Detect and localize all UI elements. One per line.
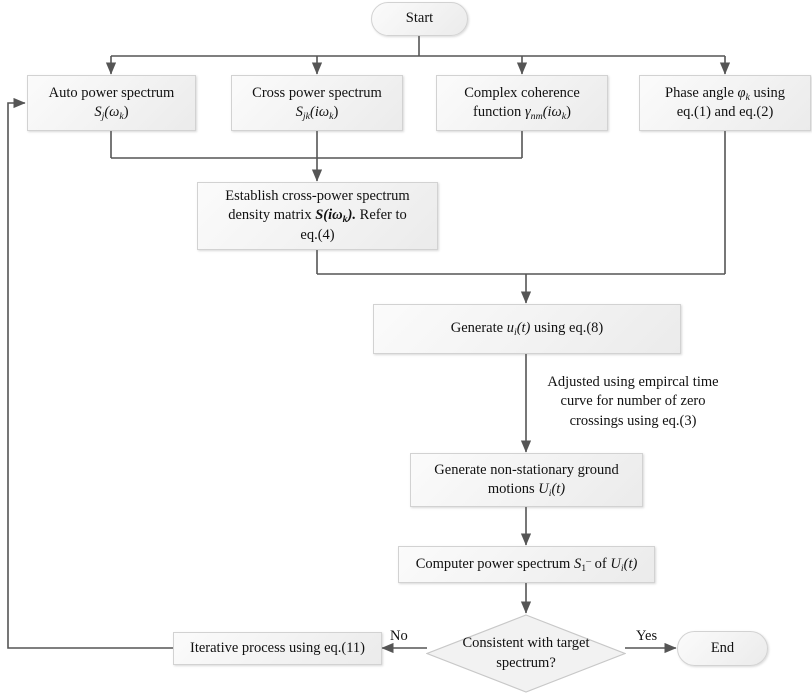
- node-complex-coherence-label: Complex coherence function γnm(iωk): [443, 84, 601, 123]
- establish-line1: Establish cross-power spectrum: [225, 188, 410, 204]
- establish-sym: S(iω: [315, 207, 343, 224]
- genm-sym: U: [538, 480, 549, 497]
- node-start-label: Start: [405, 10, 434, 27]
- edge-label-no-text: No: [390, 628, 408, 644]
- establish-line3: eq.(4): [300, 226, 335, 243]
- node-generate-u-label: Generate ui(t) using eq.(8): [380, 319, 674, 339]
- establish-sub: k: [342, 213, 348, 225]
- coherence-sub: nm: [530, 110, 543, 122]
- node-iterative-process-label: Iterative process using eq.(11): [189, 639, 365, 656]
- node-phase-angle[interactable]: Phase angle φk using eq.(1) and eq.(2): [639, 75, 811, 131]
- comp-sub: 1: [581, 562, 587, 574]
- node-cross-power-spectrum-label: Cross power spectrum Sjk(iωk): [238, 84, 396, 123]
- genu-arg: (t): [516, 320, 531, 337]
- cross-arg: (iω: [310, 103, 330, 120]
- comp-sup: –: [586, 555, 592, 567]
- coherence-arg-sub: k: [561, 110, 567, 122]
- cross-sub: jk: [302, 110, 311, 122]
- edge-label-yes-text: Yes: [636, 628, 658, 644]
- node-compute-spectrum-label: Computer power spectrum S1– of Ui(t): [405, 555, 648, 575]
- auto-arg: (ω: [104, 103, 120, 120]
- node-end-label: End: [710, 639, 735, 656]
- annotation-adjust-note: Adjusted using empircal time curve for n…: [533, 373, 733, 431]
- decision-line1: Consistent with target: [462, 635, 590, 652]
- node-phase-angle-label: Phase angle φk using eq.(1) and eq.(2): [646, 84, 804, 123]
- phase-line1-pre: Phase angle: [665, 84, 738, 101]
- genu-sub: i: [513, 326, 517, 338]
- coherence-line1: Complex coherence: [464, 84, 580, 101]
- phase-line1-post: using: [749, 84, 785, 101]
- node-decision-label: Consistent with target spectrum?: [426, 614, 626, 693]
- genm-line1: Generate non-stationary ground: [434, 461, 619, 478]
- adjust-note-line3: crossings using eq.(3): [569, 412, 697, 429]
- comp-pre: Computer power spectrum: [415, 555, 574, 572]
- auto-arg-sub: k: [119, 110, 124, 122]
- node-compute-spectrum[interactable]: Computer power spectrum S1– of Ui(t): [398, 546, 655, 583]
- auto-line1: Auto power spectrum: [48, 84, 175, 101]
- genm-arg: (t): [551, 480, 566, 497]
- node-generate-u[interactable]: Generate ui(t) using eq.(8): [373, 304, 681, 354]
- node-end[interactable]: End: [677, 631, 768, 666]
- phase-line2: eq.(1) and eq.(2): [676, 104, 774, 121]
- comp-mid: of: [591, 555, 611, 572]
- node-start[interactable]: Start: [371, 2, 468, 36]
- node-auto-power-spectrum[interactable]: Auto power spectrum Sj(ωk): [27, 75, 196, 131]
- decision-line2: spectrum?: [496, 654, 556, 671]
- establish-tail: Refer to: [356, 207, 407, 224]
- adjust-note-line2: curve for number of zero: [560, 393, 706, 410]
- phase-sym: φ: [737, 84, 746, 101]
- node-complex-coherence[interactable]: Complex coherence function γnm(iωk): [436, 75, 608, 131]
- cross-sym: S: [295, 103, 303, 120]
- node-decision[interactable]: Consistent with target spectrum?: [426, 614, 626, 693]
- cross-line1: Cross power spectrum: [252, 84, 382, 101]
- node-auto-power-spectrum-label: Auto power spectrum Sj(ωk): [34, 84, 189, 123]
- genu-sym: u: [506, 320, 514, 337]
- edge-feedback-loop: [7, 97, 174, 649]
- comp-arg2: (t): [623, 555, 638, 572]
- node-establish-matrix-label: Establish cross-power spectrum density m…: [204, 187, 431, 245]
- phase-sub: k: [745, 91, 750, 103]
- comp-sym: S: [573, 555, 582, 572]
- auto-sub: j: [101, 110, 105, 122]
- genm-line2-pre: motions: [487, 480, 539, 497]
- coherence-line2-pre: function: [472, 103, 525, 120]
- edge-label-yes: Yes: [636, 628, 657, 645]
- node-generate-motions-label: Generate non-stationary ground motions U…: [417, 461, 636, 500]
- genu-pre: Generate: [450, 320, 507, 337]
- cross-close: ): [333, 103, 339, 120]
- decision-diamond-shape: [426, 614, 626, 693]
- cross-arg-sub: k: [329, 110, 334, 122]
- comp-sub2: i: [620, 562, 624, 574]
- edge-label-no: No: [390, 628, 408, 645]
- genu-post: using eq.(8): [530, 320, 604, 337]
- genm-sub: i: [548, 487, 552, 499]
- node-generate-motions[interactable]: Generate non-stationary ground motions U…: [410, 453, 643, 507]
- coherence-arg: (iω: [542, 103, 562, 120]
- node-iterative-process[interactable]: Iterative process using eq.(11): [173, 632, 382, 665]
- auto-sym: S: [94, 103, 102, 120]
- establish-line2-pre: density matrix: [228, 207, 316, 224]
- adjust-note-line1: Adjusted using empircal time: [547, 374, 719, 390]
- node-cross-power-spectrum[interactable]: Cross power spectrum Sjk(iωk): [231, 75, 403, 131]
- node-establish-matrix[interactable]: Establish cross-power spectrum density m…: [197, 182, 438, 250]
- coherence-sym: γ: [524, 103, 531, 120]
- auto-close: ): [123, 103, 129, 120]
- coherence-close: ): [566, 103, 572, 120]
- establish-post: ).: [347, 207, 357, 224]
- comp-sym2: U: [610, 555, 621, 572]
